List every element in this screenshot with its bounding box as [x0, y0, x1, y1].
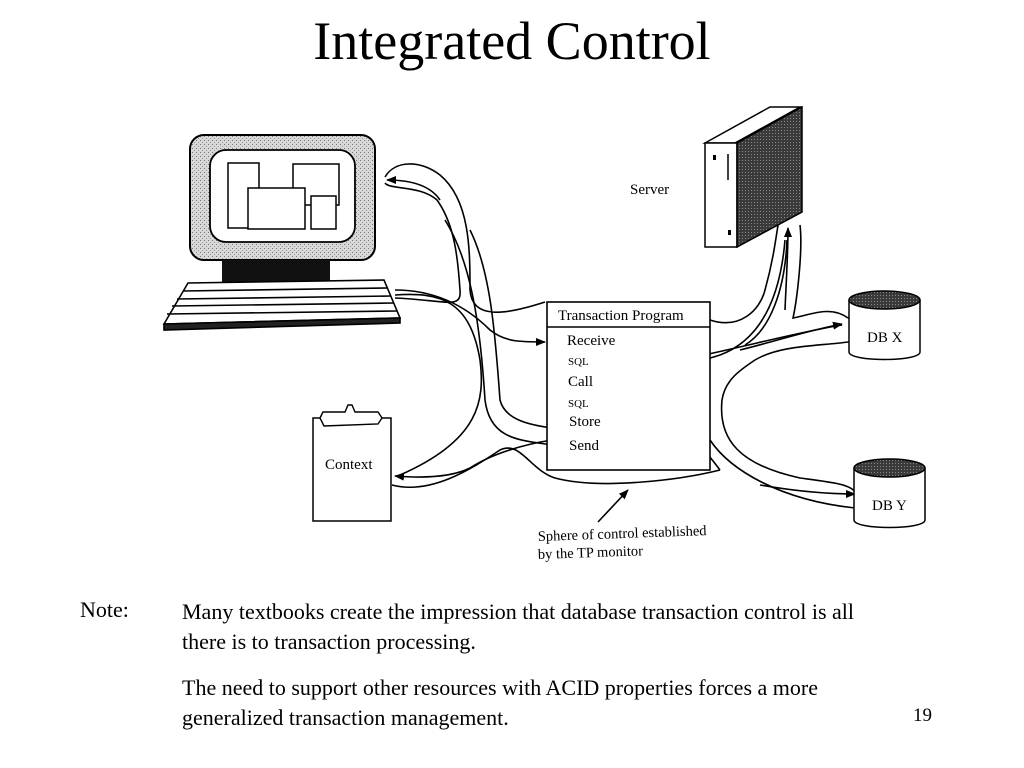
transaction-program-header: Transaction Program: [558, 308, 684, 324]
tp-step-receive: Receive: [567, 333, 616, 349]
tp-step-sql-1: SQL: [568, 356, 589, 368]
sphere-of-control-pipes: [384, 163, 862, 509]
context-label: Context: [325, 457, 373, 473]
pipe-server-right: [791, 224, 849, 319]
pipe-vertical-left: [444, 219, 553, 446]
pipe-vertical-right: [469, 229, 553, 429]
arrow-to-monitor: [386, 176, 441, 201]
server-label: Server: [630, 182, 669, 198]
arrow-to-dbx: [739, 321, 843, 351]
transaction-program-box: [546, 301, 711, 471]
flow-arrows: [386, 176, 856, 523]
tp-step-send: Send: [569, 438, 600, 454]
pipe-monitor-inner: [384, 182, 461, 304]
pipe-monitor-outer: [384, 163, 546, 314]
arrow-annotation-pointer: [597, 489, 629, 523]
annotation-line-2: by the TP monitor: [538, 543, 644, 563]
screen-window-4: [310, 195, 337, 230]
page-number: 19: [913, 705, 932, 726]
server-tower-icon: [702, 105, 803, 249]
note-label: Note:: [80, 597, 129, 622]
keyboard: [162, 279, 402, 331]
note-paragraph-1: Many textbooks create the impression tha…: [182, 599, 855, 654]
tp-step-call: Call: [568, 374, 593, 390]
screen-window-3: [247, 187, 306, 230]
tp-step-store: Store: [569, 414, 601, 430]
computer-workstation-icon: [162, 134, 402, 331]
monitor-stand: [222, 260, 330, 282]
note-paragraph-2: The need to support other resources with…: [182, 675, 818, 730]
database-cylinder-icon: [853, 458, 926, 529]
pipe-dby-upper: [720, 399, 856, 493]
database-cylinder-icon: [848, 290, 921, 361]
server-front: [704, 142, 738, 248]
annotation-line-1: Sphere of control established: [538, 523, 708, 545]
tp-step-sql-2: SQL: [568, 398, 589, 410]
arrow-keyboard-to-receive: [394, 289, 546, 346]
arrow-to-server: [783, 227, 792, 311]
pipe-keyboard-lower: [394, 293, 483, 476]
pipe-dbx: [721, 317, 858, 401]
pipe-context-lower: [391, 447, 721, 489]
clipboard-icon: [312, 404, 392, 522]
arrow-send-to-context: [394, 439, 553, 481]
slide-title: Integrated Control: [313, 11, 711, 71]
server-side: [736, 105, 803, 249]
pipe-server-left: [709, 224, 779, 324]
pipe-server-mid: [744, 239, 788, 346]
db-x-label: DB X: [867, 330, 903, 346]
db-y-label: DB Y: [872, 498, 907, 514]
arrow-to-dby: [759, 484, 856, 498]
